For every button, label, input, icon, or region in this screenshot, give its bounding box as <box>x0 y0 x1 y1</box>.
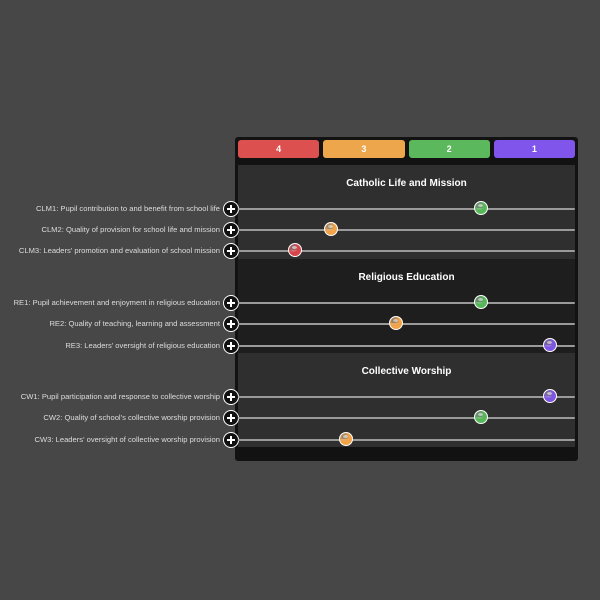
add-note-icon[interactable] <box>223 243 239 259</box>
row-label: CW3: Leaders' oversight of collective wo… <box>34 435 220 444</box>
add-note-icon[interactable] <box>223 295 239 311</box>
grade-4-button[interactable]: 4 <box>238 140 320 158</box>
add-note-icon[interactable] <box>223 201 239 217</box>
rating-slider-track[interactable] <box>238 229 575 231</box>
grade-bar: 4 3 2 1 <box>238 140 575 158</box>
grade-3-button[interactable]: 3 <box>323 140 405 158</box>
row-label: RE1: Pupil achievement and enjoyment in … <box>13 298 220 307</box>
add-note-icon[interactable] <box>223 432 239 448</box>
grade-1-button[interactable]: 1 <box>493 140 575 158</box>
add-note-icon[interactable] <box>223 316 239 332</box>
rating-row-clm2: CLM2: Quality of provision for school li… <box>0 222 600 238</box>
rating-slider-track[interactable] <box>238 345 575 347</box>
row-label: CLM1: Pupil contribution to and benefit … <box>35 204 220 213</box>
rating-row-cw3: CW3: Leaders' oversight of collective wo… <box>0 432 600 448</box>
rating-row-re1: RE1: Pupil achievement and enjoyment in … <box>0 295 600 311</box>
rating-row-re3: RE3: Leaders' oversight of religious edu… <box>0 338 600 354</box>
row-label: CW2: Quality of school's collective wors… <box>43 413 220 422</box>
rating-row-cw1: CW1: Pupil participation and response to… <box>0 389 600 405</box>
rating-slider-handle[interactable] <box>473 410 488 424</box>
add-note-icon[interactable] <box>223 222 239 238</box>
rating-slider-track[interactable] <box>238 208 575 210</box>
rating-row-re2: RE2: Quality of teaching, learning and a… <box>0 316 600 332</box>
section-title: Catholic Life and Mission <box>346 178 467 189</box>
section-religious-education: Religious Education <box>238 259 575 353</box>
rating-row-clm1: CLM1: Pupil contribution to and benefit … <box>0 201 600 217</box>
rating-row-cw2: CW2: Quality of school's collective wors… <box>0 410 600 426</box>
rating-slider-handle[interactable] <box>542 389 557 403</box>
row-label: RE3: Leaders' oversight of religious edu… <box>65 341 220 350</box>
rating-slider-handle[interactable] <box>288 243 303 257</box>
rating-slider-track[interactable] <box>238 439 575 441</box>
grade-2-button[interactable]: 2 <box>408 140 490 158</box>
row-label: CW1: Pupil participation and response to… <box>20 392 220 401</box>
rating-slider-handle[interactable] <box>473 295 488 309</box>
add-note-icon[interactable] <box>223 389 239 405</box>
ratings-panel: 4 3 2 1 Catholic Life and Mission Religi… <box>235 137 578 461</box>
add-note-icon[interactable] <box>223 338 239 354</box>
rating-slider-track[interactable] <box>238 417 575 419</box>
rating-slider-track[interactable] <box>238 396 575 398</box>
rating-slider-handle[interactable] <box>473 201 488 215</box>
rating-slider-track[interactable] <box>238 302 575 304</box>
section-title: Religious Education <box>358 272 455 283</box>
rating-slider-handle[interactable] <box>338 432 353 446</box>
row-label: RE2: Quality of teaching, learning and a… <box>49 319 220 328</box>
row-label: CLM2: Quality of provision for school li… <box>41 225 220 234</box>
rating-slider-track[interactable] <box>238 323 575 325</box>
add-note-icon[interactable] <box>223 410 239 426</box>
section-collective-worship: Collective Worship <box>238 353 575 447</box>
rating-slider-handle[interactable] <box>323 222 338 236</box>
row-label: CLM3: Leaders' promotion and evaluation … <box>18 246 220 255</box>
rating-row-clm3: CLM3: Leaders' promotion and evaluation … <box>0 243 600 259</box>
rating-slider-track[interactable] <box>238 250 575 252</box>
rating-slider-handle[interactable] <box>542 338 557 352</box>
rating-slider-handle[interactable] <box>389 316 404 330</box>
section-title: Collective Worship <box>361 366 452 377</box>
